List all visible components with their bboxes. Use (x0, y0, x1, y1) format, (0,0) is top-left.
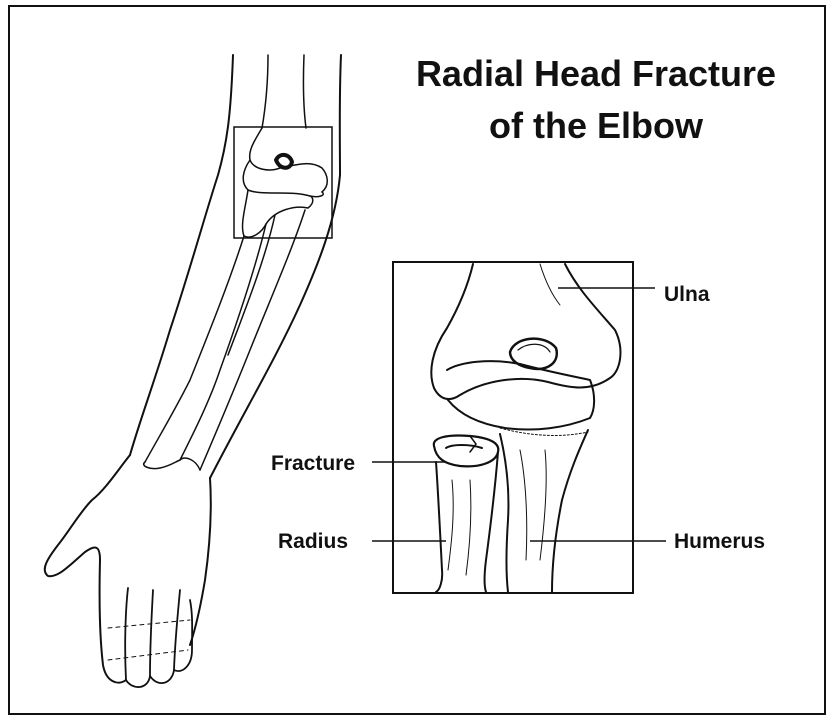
label-fracture: Fracture (271, 452, 355, 475)
label-humerus: Humerus (674, 530, 765, 553)
diagram-title-line1: Radial Head Fracture (416, 53, 776, 94)
label-ulna: Ulna (664, 283, 710, 306)
label-radius: Radius (278, 530, 348, 553)
closeup-frame (393, 262, 633, 593)
elbow-closeup-illustration (393, 262, 633, 593)
diagram-title-line2: of the Elbow (489, 105, 704, 146)
